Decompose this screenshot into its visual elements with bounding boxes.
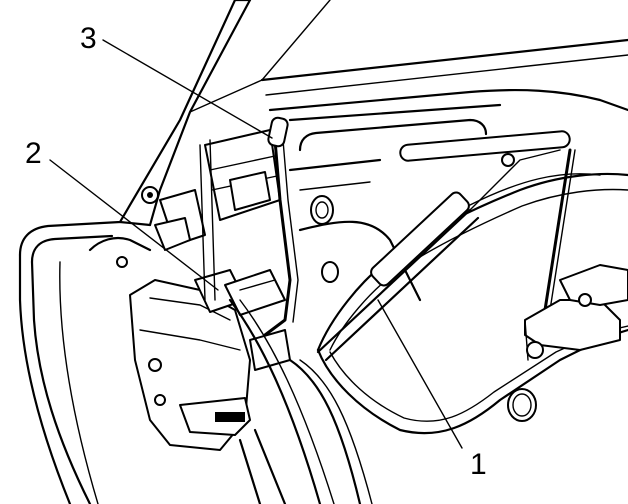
callout-2: 2 <box>25 137 42 170</box>
panel-hole <box>310 195 334 225</box>
callout-3: 3 <box>80 22 97 55</box>
actuator-rod <box>199 116 299 337</box>
gas-strut <box>316 149 601 362</box>
lower-cables <box>228 298 373 504</box>
striker-edge <box>88 236 152 268</box>
lock-housing <box>129 269 291 451</box>
inner-panel <box>288 118 571 422</box>
leader-line-3 <box>102 39 273 139</box>
leader-line-2 <box>49 159 219 291</box>
leader-line-1 <box>377 299 463 449</box>
leader-lines <box>49 39 463 449</box>
latch-bracket <box>141 129 281 251</box>
tension-rod-assembly <box>524 148 628 361</box>
panel-hole <box>321 261 339 283</box>
callout-1: 1 <box>470 448 487 481</box>
door-body-outline <box>18 0 628 504</box>
